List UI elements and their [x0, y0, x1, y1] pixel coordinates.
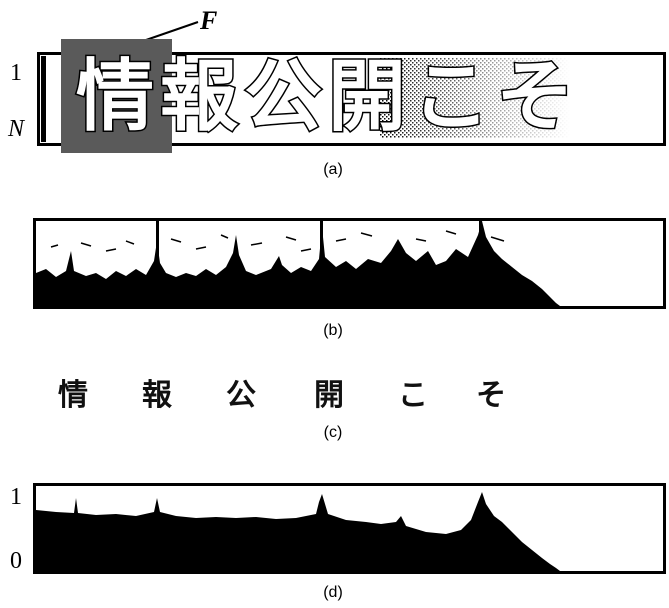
panel-a-char-1: 情	[74, 52, 155, 142]
caption-a: (a)	[323, 161, 343, 178]
axis-label-bottom: 0	[10, 548, 22, 574]
panel-a-char-2: 報	[158, 52, 239, 142]
panel-a-char-5: こ	[410, 52, 491, 142]
panel-b-profile	[36, 221, 560, 306]
panel-a-char-3: 公	[242, 52, 323, 142]
row-label-top: 1	[10, 60, 22, 86]
row-label-bottom: N	[8, 116, 25, 142]
window-f	[61, 39, 172, 153]
panel-c-char-6: そ	[476, 378, 506, 413]
panel-c-char-5: こ	[398, 378, 428, 413]
panel-c-char-2: 報	[142, 378, 172, 413]
caption-c: (c)	[323, 424, 343, 441]
panel-c-char-1: 情	[58, 378, 88, 413]
panel-a-char-4: 開	[326, 52, 407, 142]
panel-a-char-6: そ	[494, 52, 575, 142]
panel-a-dither	[380, 58, 570, 138]
axis-label-top: 1	[10, 484, 22, 510]
panel-a-left-bar	[41, 56, 46, 142]
label-f: F	[200, 6, 218, 35]
panel-c-char-4: 開	[314, 378, 344, 413]
panel-c-char-3: 公	[226, 378, 256, 413]
label-f-pointer	[145, 21, 199, 41]
panel-d-profile	[36, 492, 560, 571]
caption-b: (b)	[323, 322, 343, 339]
caption-d: (d)	[323, 584, 343, 601]
